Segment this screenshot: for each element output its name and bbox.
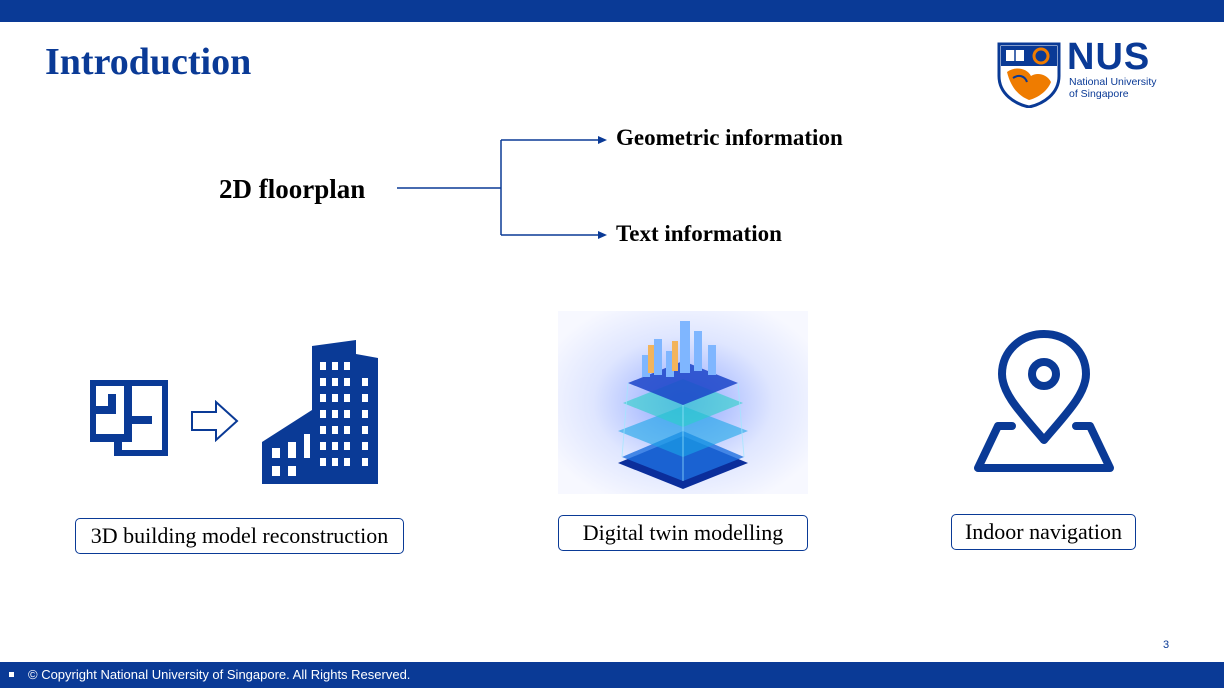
slide-title: Introduction <box>45 41 252 83</box>
nus-subtitle-line2: of Singapore <box>1069 88 1129 100</box>
nus-wordmark: NUS <box>1067 36 1151 78</box>
caption-3d-reconstruction: 3D building model reconstruction <box>75 518 404 554</box>
digital-twin-image <box>558 311 808 494</box>
page-number: 3 <box>1163 639 1170 651</box>
top-banner <box>0 0 1224 22</box>
nus-crest-icon <box>997 42 1061 108</box>
geometric-information-label: Geometric information <box>616 125 843 150</box>
nus-subtitle: National University of Singapore <box>1069 76 1157 100</box>
caption-digital-twin: Digital twin modelling <box>558 515 808 551</box>
building-icon <box>262 340 378 484</box>
floorplan-icon <box>90 380 168 456</box>
footer-bullet-icon <box>9 672 14 677</box>
nus-subtitle-line1: National University <box>1069 76 1157 88</box>
right-arrow-icon <box>191 400 239 442</box>
nus-logo: NUS National University of Singapore <box>997 36 1182 108</box>
text-information-label: Text information <box>616 221 782 246</box>
floorplan-label: 2D floorplan <box>219 174 366 204</box>
location-pin-icon <box>974 330 1114 472</box>
branch-connector <box>397 136 607 239</box>
caption-indoor-navigation: Indoor navigation <box>951 514 1136 550</box>
copyright-text: © Copyright National University of Singa… <box>28 667 411 682</box>
footer-banner: © Copyright National University of Singa… <box>0 662 1224 688</box>
